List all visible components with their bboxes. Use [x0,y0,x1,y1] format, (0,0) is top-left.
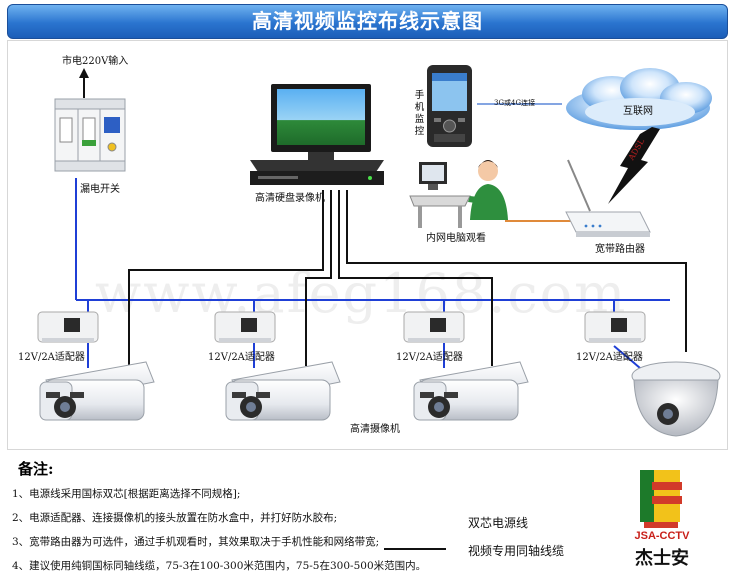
note-item-4: 4、建议使用纯铜国标同轴线缆，75-3在100-300米范围内，75-5在300… [12,560,427,572]
wiring-diagram [37,65,721,437]
camera-label: 高清摄像机 [350,424,400,435]
phone-vertical-label: 手机监控 [414,90,425,137]
adapter-label-3: 12V/2A适配器 [396,352,463,363]
adapter-label-2: 12V/2A适配器 [208,352,275,363]
brand-logo-mark [640,470,682,528]
note-item-3: 3、宽带路由器为可选件，通过手机观看时，其效果取决于手机性能和网络带宽; [12,536,380,548]
note-item-2: 2、电源适配器、连接摄像机的接头放置在防水盒中，并打好防水胶布; [12,512,338,524]
breaker-label: 漏电开关 [80,184,120,195]
notes-heading: 备注: [18,460,54,478]
mobile-phone [427,65,472,147]
broadband-router [565,159,651,237]
logo-text-cn: 杰士安 [635,548,689,569]
legend-coax-label: 视频专用同轴线缆 [468,544,565,558]
watermark: www.afeg168.com [95,262,628,325]
legend-coax-swatch [384,548,446,550]
leakage-breaker [54,98,126,172]
router-label: 宽带路由器 [595,244,645,255]
bullet-cameras [39,361,529,421]
power-lines [75,178,670,369]
diagram-area [7,40,728,450]
page-title: 高清视频监控布线示意图 [7,4,728,39]
mains-input-label: 市电220V输入 [62,56,129,67]
mains-arrow [79,68,89,98]
pc-user [409,160,508,228]
dvr-monitor [250,84,384,185]
lan-pc-label: 内网电脑观看 [426,233,486,244]
dvr-label: 高清硬盘录像机 [255,193,325,204]
adapter-label-4: 12V/2A适配器 [576,352,643,363]
coax-lines [128,190,687,368]
power-adapters [37,311,646,343]
legend-power-label: 双芯电源线 [468,516,529,530]
notes-area [0,450,735,579]
logo-text-en: JSA-CCTV [634,530,690,542]
adsl-lightning [608,127,660,204]
note-item-1: 1、电源线采用国标双芯[根据距离选择不同规格]; [12,488,241,500]
brand-logo: JSA-CCTV 杰士安 [612,468,712,574]
network-3g4g-label: 3G或4G连接 [494,99,536,107]
dome-camera [631,361,721,437]
internet-cloud [566,68,712,130]
internet-label: 互联网 [623,106,653,117]
adapter-label-1: 12V/2A适配器 [18,352,85,363]
